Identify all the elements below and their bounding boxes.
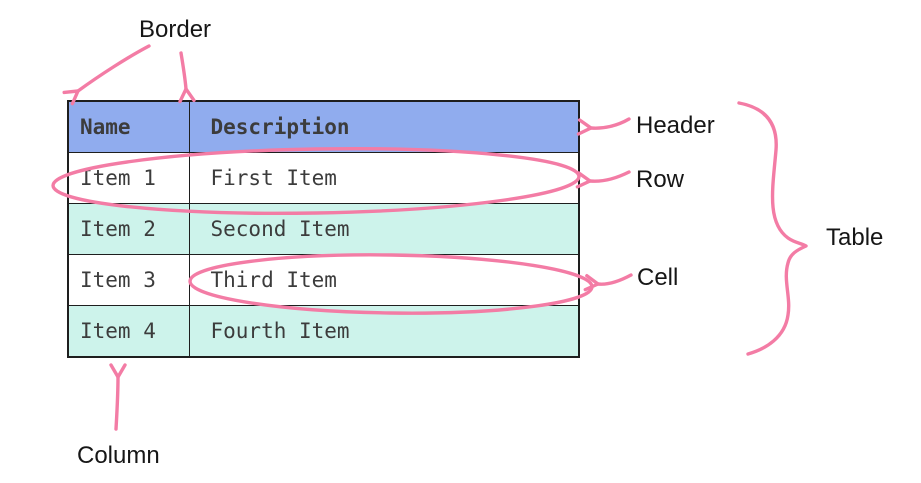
column-label: Column [77, 442, 160, 469]
cell-arrow [583, 273, 633, 292]
table-row: Item 1 First Item [67, 152, 580, 204]
header-label: Header [636, 112, 715, 139]
table-row: Item 2 Second Item [67, 203, 580, 255]
row-arrow [575, 170, 631, 189]
cell-item4-name: Item 4 [67, 305, 190, 358]
row-label: Row [636, 166, 685, 193]
table-header-row: Name Description [67, 100, 580, 153]
border-label: Border [139, 16, 212, 43]
border-arrow-down [178, 51, 196, 104]
header-cell-description: Description [188, 100, 580, 153]
cell-item3-description: Third Item [188, 254, 580, 306]
table-row: Item 3 Third Item [67, 254, 580, 306]
table-brace [737, 101, 808, 356]
table-label: Table [826, 224, 884, 251]
demo-table: Name Description Item 1 First Item Item … [67, 100, 580, 358]
header-cell-name: Name [67, 100, 190, 153]
header-arrow [576, 117, 631, 136]
column-arrow [109, 363, 127, 431]
cell-item4-description: Fourth Item [188, 305, 580, 358]
cell-item1-description: First Item [188, 152, 580, 204]
cell-item3-name: Item 3 [67, 254, 190, 306]
cell-label: Cell [637, 264, 679, 291]
border-arrow-left [62, 44, 151, 106]
cell-item2-name: Item 2 [67, 203, 190, 255]
cell-item1-name: Item 1 [67, 152, 190, 204]
cell-item2-description: Second Item [188, 203, 580, 255]
table-row: Item 4 Fourth Item [67, 305, 580, 358]
